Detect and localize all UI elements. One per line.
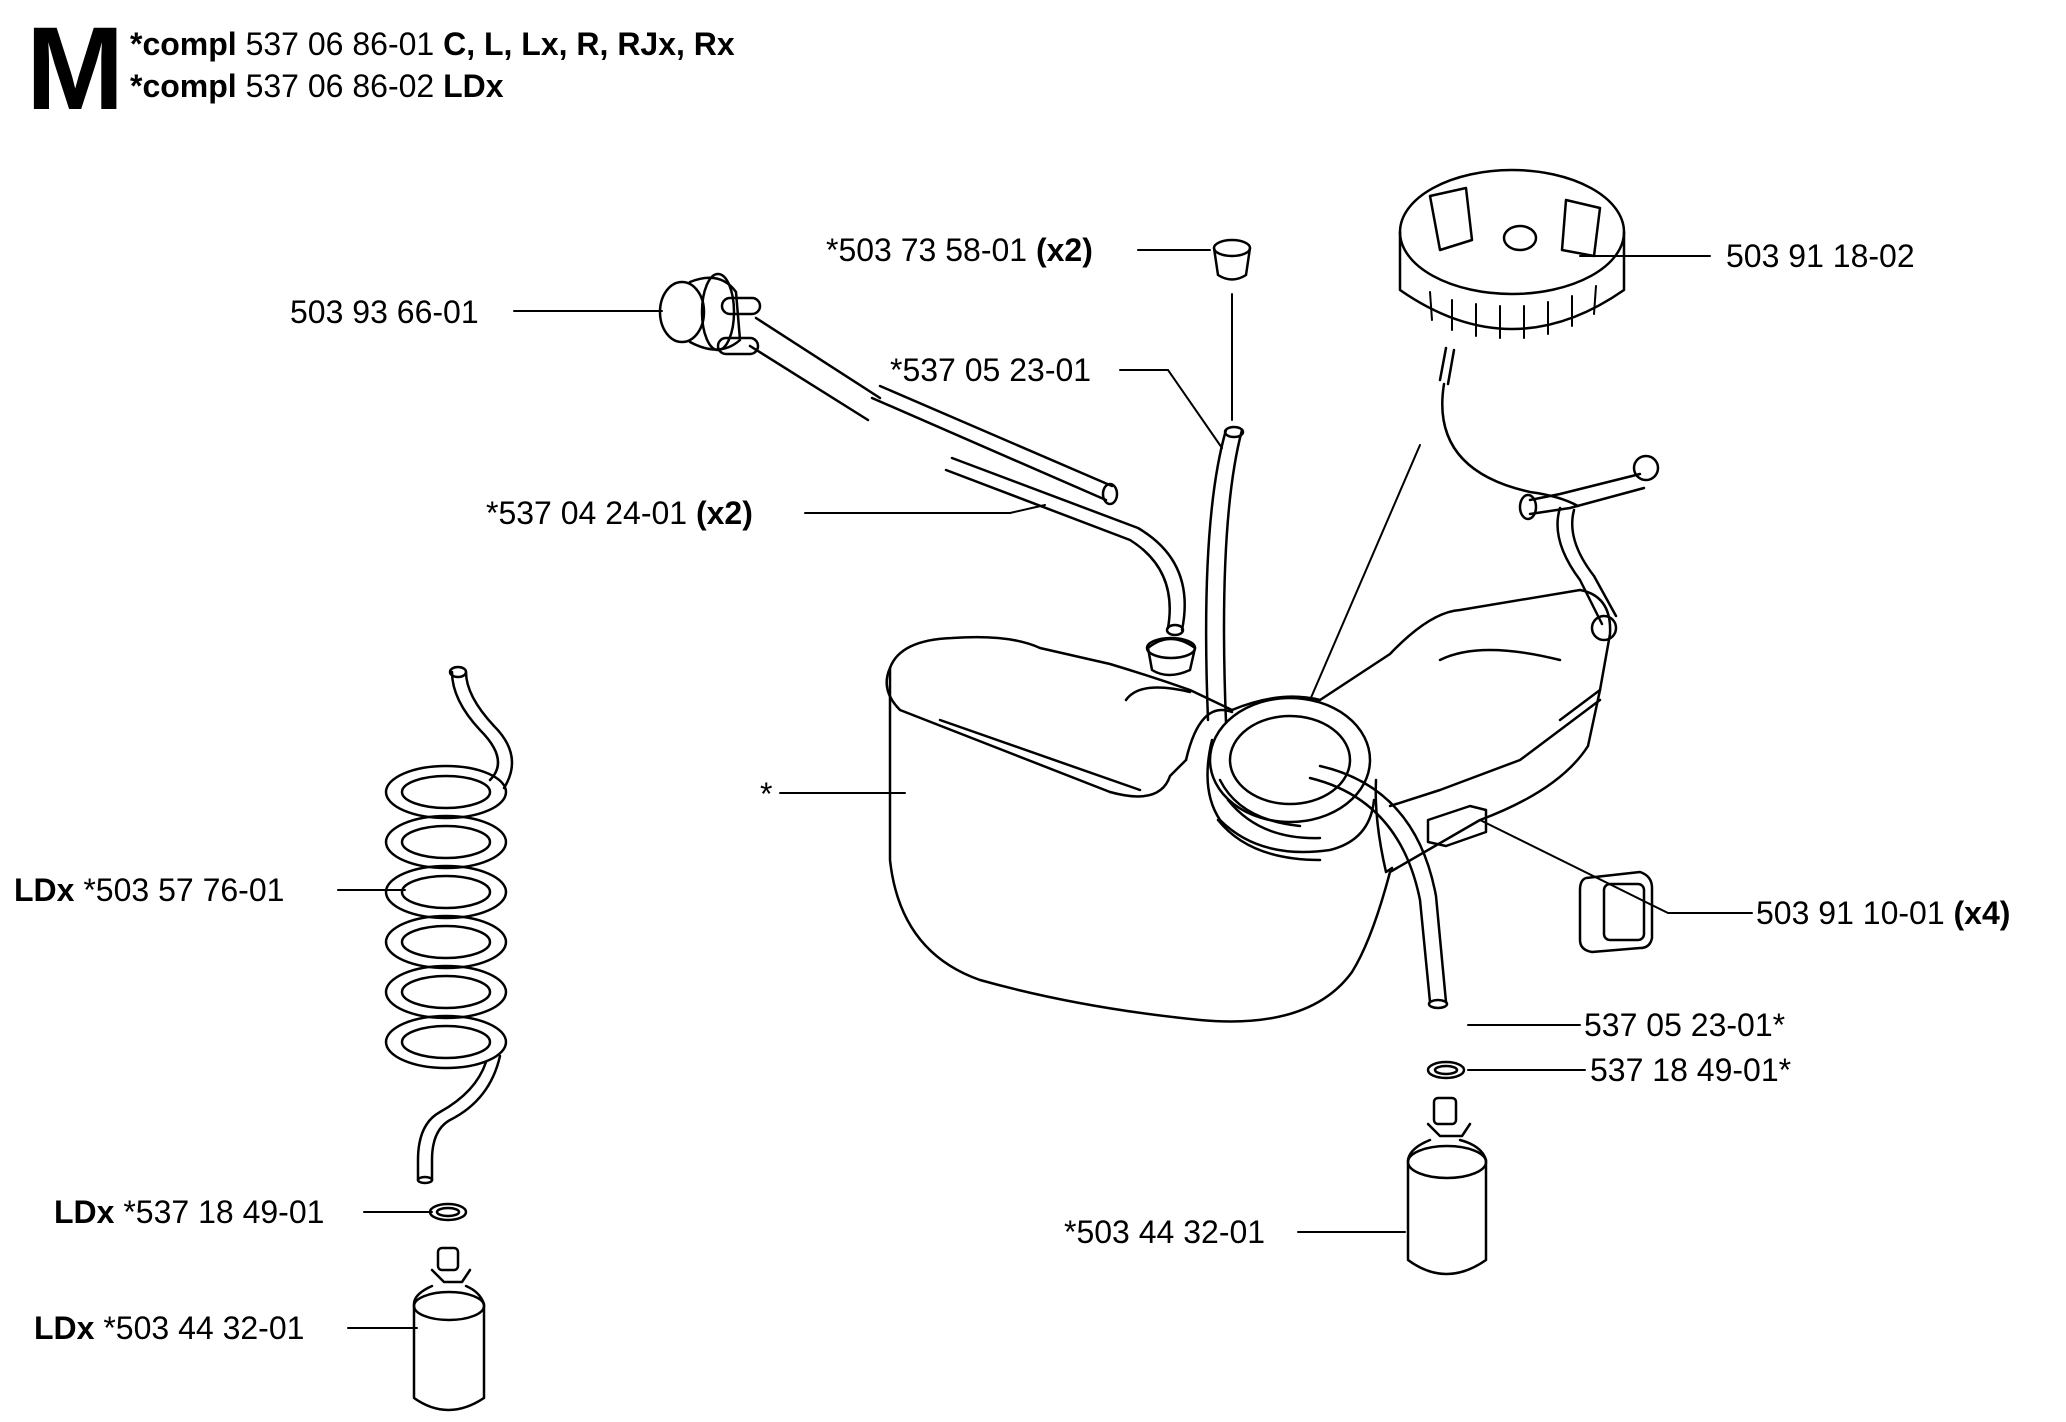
part-number: 503 93 66-01: [290, 294, 479, 330]
retainer-strap: [1518, 454, 1660, 642]
filler-neck: [1206, 696, 1376, 862]
part-number: 503 91 18-02: [1726, 238, 1915, 274]
part-number: *503 44 32-01: [103, 1310, 305, 1346]
section-letter: M: [26, 3, 124, 135]
callout-o-ring-right: 537 18 49-01*: [1590, 1054, 1791, 1086]
pickup-hose: [1308, 764, 1449, 1010]
part-number: *537 04 24-01: [486, 495, 688, 531]
quantity: (x2): [1035, 232, 1093, 268]
part-number: *537 18 49-01: [123, 1194, 325, 1230]
header-prefix: *compl: [130, 26, 237, 62]
quantity: (x2): [695, 495, 753, 531]
o-ring-left: [428, 1202, 468, 1222]
callout-primer-bulb: 503 93 66-01: [290, 296, 479, 328]
callout-vent-grommet: *503 73 58-01 (x2): [826, 234, 1093, 266]
part-number: 537 18 49-01*: [1590, 1052, 1792, 1088]
callout-pickup-hose: 537 05 23-01*: [1584, 1009, 1785, 1041]
header-prefix: *compl: [130, 68, 237, 104]
part-number: 503 91 10-01: [1756, 895, 1945, 931]
callout-vent-clip: 503 91 10-01 (x4): [1756, 897, 2010, 929]
callout-vent-hose: *537 05 23-01: [890, 354, 1091, 386]
callout-fuel-cap: 503 91 18-02: [1726, 240, 1915, 272]
primer-bulb: [658, 272, 882, 422]
model-prefix: LDx: [54, 1194, 115, 1230]
fuel-filter-right: [1406, 1096, 1488, 1276]
vent-hose: [1204, 425, 1245, 724]
part-number: *503 73 58-01: [826, 232, 1028, 268]
callout-fuel-tank: *: [760, 778, 772, 810]
header-models: LDx: [443, 68, 504, 104]
coil-hose: [384, 665, 514, 1185]
callout-fuel-filter-left: LDx *503 44 32-01: [34, 1312, 304, 1344]
callout-coil-hose: LDx *503 57 76-01: [14, 874, 284, 906]
fuel-hoses: [870, 384, 1186, 637]
callout-fuel-hose: *537 04 24-01 (x2): [486, 497, 753, 529]
header-part-number: 537 06 86-02: [245, 68, 435, 104]
model-prefix: LDx: [14, 872, 75, 908]
callout-o-ring-left: LDx *537 18 49-01: [54, 1196, 324, 1228]
vent-grommet: [1212, 238, 1252, 281]
header-line-1: *compl 537 06 86-01 C, L, Lx, R, RJx, Rx: [130, 28, 735, 60]
quantity: (x4): [1953, 895, 2011, 931]
header-models: C, L, Lx, R, RJx, Rx: [443, 26, 735, 62]
part-number: *: [760, 776, 773, 812]
o-ring-right: [1426, 1060, 1466, 1080]
model-prefix: LDx: [34, 1310, 95, 1346]
leader-lines: [337, 249, 1753, 1329]
callout-fuel-filter-right: *503 44 32-01: [1064, 1216, 1265, 1248]
header-part-number: 537 06 86-01: [245, 26, 435, 62]
header-line-2: *compl 537 06 86-02 LDx: [130, 70, 504, 102]
part-number: *503 57 76-01: [83, 872, 285, 908]
part-number: *537 05 23-01: [890, 352, 1092, 388]
grommet: [1145, 636, 1197, 677]
part-number: *503 44 32-01: [1064, 1214, 1266, 1250]
fuel-tank: [885, 588, 1612, 1023]
fuel-filter-left: [412, 1246, 486, 1412]
vent-clip: [1426, 804, 1654, 954]
fuel-cap: [1398, 168, 1626, 508]
part-number: 537 05 23-01*: [1584, 1007, 1786, 1043]
